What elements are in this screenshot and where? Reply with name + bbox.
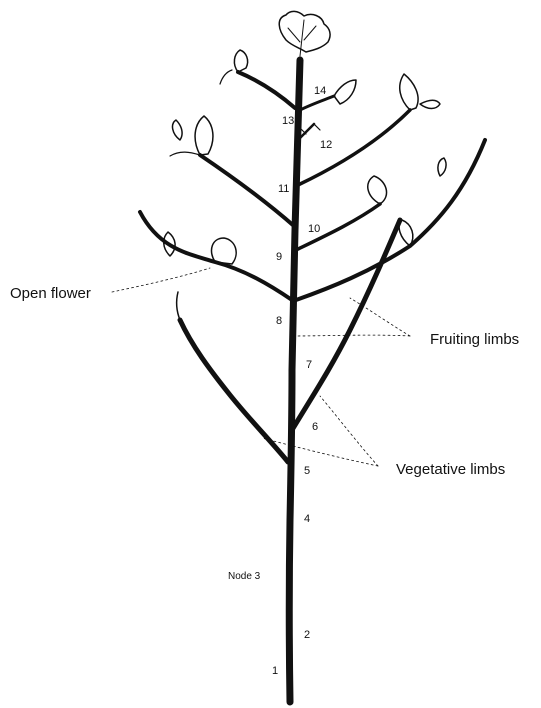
node-3-label: Node 3: [228, 572, 260, 582]
vegetative-limb-right: [292, 220, 400, 430]
open-flower-label: Open flower: [10, 286, 91, 301]
vegetative-limbs-label: Vegetative limbs: [396, 462, 505, 477]
node-label-2: 2: [304, 630, 310, 641]
node-label-9: 9: [276, 252, 282, 263]
fruiting-limb-9-right: [296, 140, 485, 300]
node-label-1: 1: [272, 666, 278, 677]
fruiting-limbs-pointer: [290, 335, 410, 336]
node-label-10: 10: [308, 224, 320, 235]
node-label-7: 7: [306, 360, 312, 371]
node-label-14: 14: [314, 86, 326, 97]
node-label-4: 4: [304, 514, 310, 525]
fruiting-limbs-label: Fruiting limbs: [430, 332, 519, 347]
fruiting-limb-13: [238, 72, 295, 108]
node-label-12: 12: [320, 140, 332, 151]
node-label-6: 6: [312, 422, 318, 433]
main-stem: [289, 60, 300, 702]
node-label-8: 8: [276, 316, 282, 327]
vegetative-limb-left: [180, 320, 288, 462]
node-label-13: 13: [282, 116, 294, 127]
node-label-11: 11: [278, 184, 289, 195]
fruiting-limb-14: [300, 96, 334, 110]
fruiting-limb-11-right: [298, 110, 410, 185]
terminal-leaf: [279, 11, 330, 52]
open-flower-pointer: [112, 268, 210, 292]
node-label-5: 5: [304, 466, 310, 477]
fruiting-limb-9: [140, 212, 292, 300]
